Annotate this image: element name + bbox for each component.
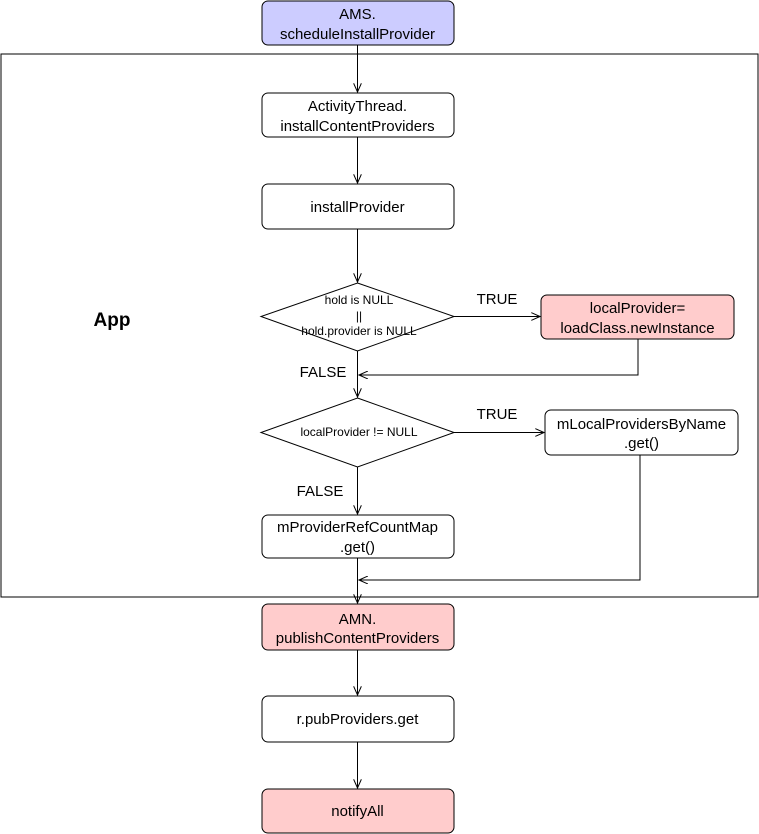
node-local-provider-line2: loadClass.newInstance	[560, 320, 714, 337]
node-provider-ref-count-map: mProviderRefCountMap .get()	[261, 514, 455, 559]
node-notify-all: notifyAll	[261, 788, 455, 834]
node-local-providers-by-name: mLocalProvidersByName .get()	[544, 409, 739, 456]
node-install-provider-label: installProvider	[310, 199, 404, 216]
node-activitythread-line1: ActivityThread.	[308, 98, 407, 115]
node-amn-publish-content-providers: AMN. publishContentProviders	[261, 603, 455, 651]
node-pub-providers-get: r.pubProviders.get	[261, 695, 455, 743]
node-pub-providers-label: r.pubProviders.get	[297, 711, 420, 728]
edge-label-local-true: TRUE	[477, 406, 518, 423]
decision-local-label: localProvider != NULL	[300, 425, 417, 439]
decision-local-provider-not-null: localProvider != NULL	[259, 397, 456, 468]
node-ams-line1: AMS.	[339, 6, 376, 23]
node-ams-schedule-install-provider: AMS. scheduleInstallProvider	[261, 0, 455, 46]
edge-localbyname-return	[359, 455, 641, 580]
node-activitythread-line2: installContentProviders	[280, 118, 434, 135]
edge-localprovider-return	[359, 339, 639, 375]
node-local-provider-line1: localProvider=	[590, 300, 686, 317]
node-ref-count-line2: .get()	[340, 539, 375, 556]
node-install-provider: installProvider	[261, 183, 455, 230]
node-local-provider-new-instance: localProvider= loadClass.newInstance	[540, 294, 735, 340]
edge-label-local-false: FALSE	[297, 483, 344, 500]
node-activitythread-install-content-providers: ActivityThread. installContentProviders	[261, 92, 455, 138]
edge-label-hold-false: FALSE	[300, 364, 347, 381]
decision-hold-line3: hold.provider is NULL	[301, 324, 417, 338]
decision-hold-line1: hold is NULL	[325, 293, 394, 307]
node-amn-line1: AMN.	[339, 611, 377, 628]
node-ref-count-line1: mProviderRefCountMap	[277, 519, 438, 536]
decision-hold-line2: ||	[356, 309, 362, 323]
node-amn-line2: publishContentProviders	[276, 630, 439, 647]
node-local-by-name-line2: .get()	[624, 435, 659, 452]
node-ams-line2: scheduleInstallProvider	[280, 26, 435, 43]
node-notify-all-label: notifyAll	[331, 803, 384, 820]
app-group-label: App	[94, 310, 131, 331]
edge-label-hold-true: TRUE	[477, 291, 518, 308]
node-local-by-name-line1: mLocalProvidersByName	[557, 416, 726, 433]
decision-hold-null: hold is NULL || hold.provider is NULL	[259, 282, 456, 352]
